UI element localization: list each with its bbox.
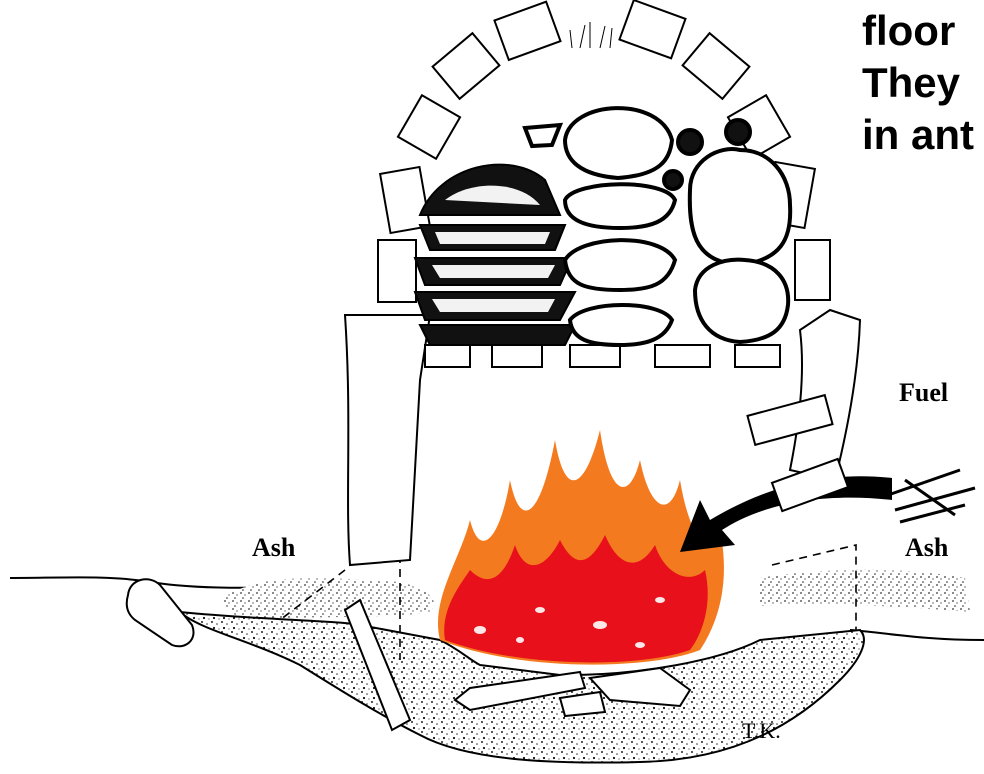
ash-label-right: Ash — [905, 533, 949, 562]
vent-smoke — [570, 22, 612, 48]
cropped-caption-line-2: They — [862, 62, 960, 104]
artist-signature: T.K. — [742, 718, 781, 743]
kiln-wall-left — [345, 315, 430, 565]
stone-block-left — [127, 579, 194, 646]
fuel-sticks — [888, 470, 975, 522]
ash-label-left: Ash — [252, 533, 296, 562]
fuel-label: Fuel — [899, 378, 948, 407]
ash-layer-right — [760, 570, 970, 612]
cropped-caption-line-3: in ant — [862, 114, 974, 156]
fire-flames — [438, 430, 724, 665]
pottery-stack-right — [664, 120, 790, 342]
kiln-floor-grate — [425, 345, 780, 367]
ash-layer-left — [220, 578, 434, 620]
cropped-caption-line-1: floor — [862, 10, 955, 52]
